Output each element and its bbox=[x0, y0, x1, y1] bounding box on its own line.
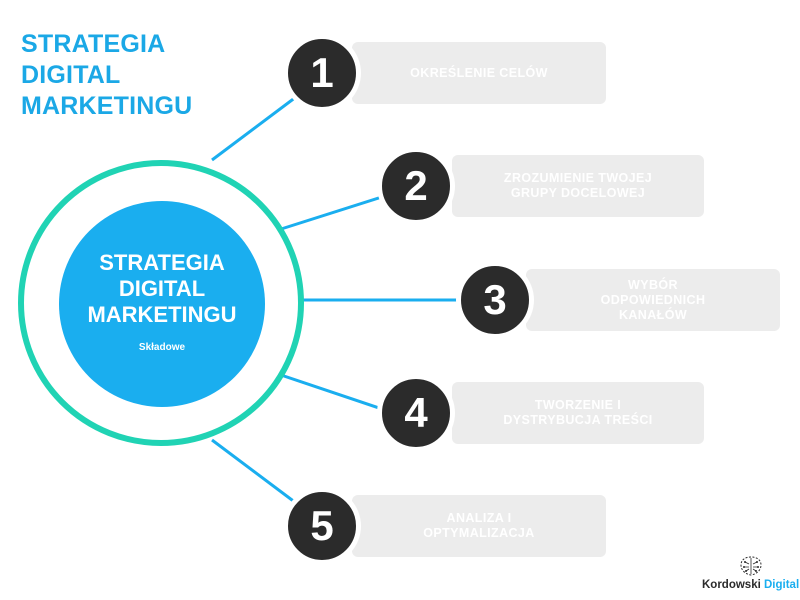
brain-icon bbox=[740, 556, 762, 576]
logo-name: Kordowski bbox=[702, 579, 761, 591]
step-label-box-4: TWORZENIE I DYSTRYBUCJA TREŚCI bbox=[452, 382, 704, 444]
step-label-box-5: ANALIZA I OPTYMALIZACJA bbox=[352, 495, 606, 557]
step-label-3: WYBÓR ODPOWIEDNICH KANAŁÓW bbox=[600, 277, 706, 322]
connector-line-2 bbox=[277, 194, 386, 232]
step-number-2: 2 bbox=[377, 147, 455, 225]
step-label-2: ZROZUMIENIE TWOJEJ GRUPY DOCELOWEJ bbox=[503, 171, 653, 200]
step-number-5: 5 bbox=[283, 487, 361, 565]
center-subtitle: Składowe bbox=[138, 341, 186, 353]
step-label-box-1: OKREŚLENIE CELÓW bbox=[352, 42, 606, 104]
logo-text: Kordowski Digital bbox=[702, 579, 799, 591]
step-number-text-3: 3 bbox=[483, 276, 507, 323]
step-label-box-2: ZROZUMIENIE TWOJEJ GRUPY DOCELOWEJ bbox=[452, 155, 704, 217]
step-number-text-4: 4 bbox=[404, 389, 428, 436]
step-label-box-3: WYBÓR ODPOWIEDNICH KANAŁÓW bbox=[526, 269, 780, 331]
step-label-4: TWORZENIE I DYSTRYBUCJA TREŚCI bbox=[503, 398, 653, 427]
brand-logo: Kordowski Digital bbox=[702, 555, 799, 591]
step-number-text-5: 5 bbox=[310, 502, 334, 549]
connector-line-4 bbox=[277, 372, 386, 412]
step-number-text-2: 2 bbox=[404, 162, 428, 209]
step-number-text-1: 1 bbox=[310, 49, 334, 96]
step-label-1: OKREŚLENIE CELÓW bbox=[410, 65, 548, 80]
step-number-1: 1 bbox=[283, 34, 361, 112]
connector-line-1 bbox=[211, 92, 301, 162]
center-circle: STRATEGIA DIGITAL MARKETINGU Składowe bbox=[59, 201, 265, 407]
step-number-3: 3 bbox=[456, 261, 534, 339]
connector-line-5 bbox=[211, 438, 301, 508]
center-title: STRATEGIA DIGITAL MARKETINGU bbox=[87, 249, 237, 327]
logo-accent: Digital bbox=[764, 579, 800, 591]
step-label-5: ANALIZA I OPTYMALIZACJA bbox=[423, 511, 535, 540]
step-number-4: 4 bbox=[377, 374, 455, 452]
page-title: STRATEGIA DIGITAL MARKETINGU bbox=[21, 30, 193, 120]
